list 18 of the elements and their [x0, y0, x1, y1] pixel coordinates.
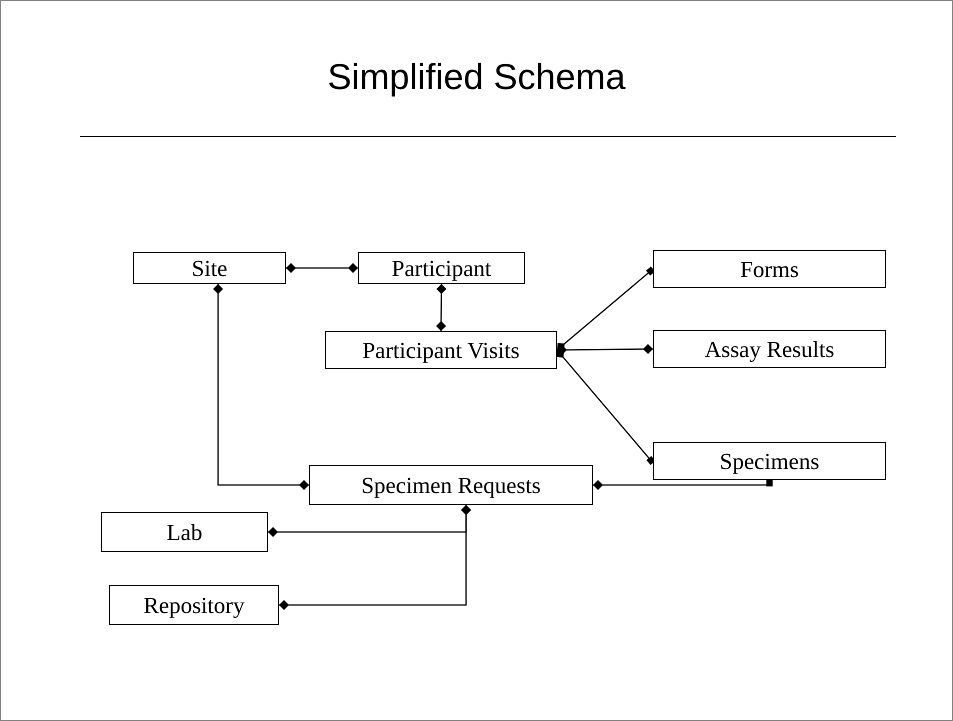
connector — [279, 505, 472, 610]
entity-box: Participant Visits — [325, 331, 557, 369]
entity-box: Lab — [101, 512, 268, 552]
entity-box: Forms — [653, 250, 886, 288]
connector — [556, 266, 656, 351]
entity-box: Assay Results — [653, 330, 886, 368]
connector — [436, 284, 446, 331]
entity-box: Specimen Requests — [309, 465, 593, 505]
connector — [557, 344, 653, 355]
entity-box: Participant — [358, 252, 525, 284]
connector — [286, 263, 358, 273]
title: Simplified Schema — [326, 55, 627, 99]
connector — [593, 480, 773, 490]
connector — [213, 284, 309, 490]
entity-box: Repository — [109, 585, 279, 625]
entity-box: Specimens — [653, 442, 886, 480]
entity-box: Site — [133, 252, 286, 284]
connector — [556, 350, 656, 465]
